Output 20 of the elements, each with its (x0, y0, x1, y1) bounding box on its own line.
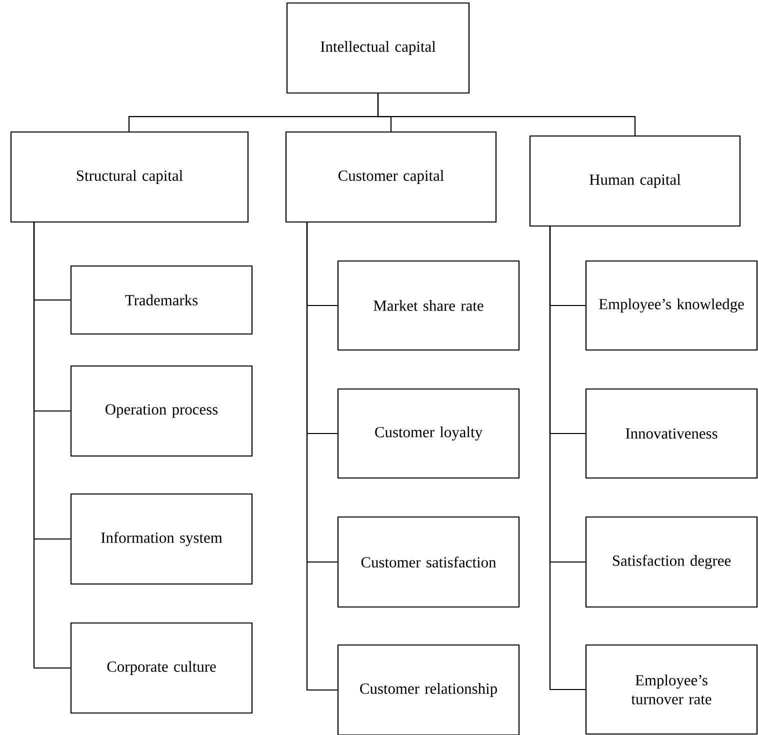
box: Employee’s knowledge (585, 260, 758, 351)
box: Satisfaction degree (585, 516, 758, 608)
box: Innovativeness (585, 388, 758, 479)
box: Structural capital (10, 131, 249, 223)
box: Corporate culture (70, 622, 253, 714)
box: Information system (70, 493, 253, 585)
box: Trademarks (70, 265, 253, 335)
connector (306, 222, 338, 691)
box: Market share rate (337, 260, 520, 351)
box: Operation process (70, 365, 253, 457)
connector (549, 226, 586, 690)
box: Customer relationship (337, 644, 520, 735)
box: Human capital (529, 135, 741, 227)
connector (33, 222, 70, 669)
box: Intellectual capital (286, 2, 470, 94)
box: Employee’s turnover rate (585, 644, 758, 735)
box: Customer satisfaction (337, 516, 520, 608)
box: Customer loyalty (337, 388, 520, 479)
box: Customer capital (285, 131, 497, 223)
connector (377, 94, 636, 136)
